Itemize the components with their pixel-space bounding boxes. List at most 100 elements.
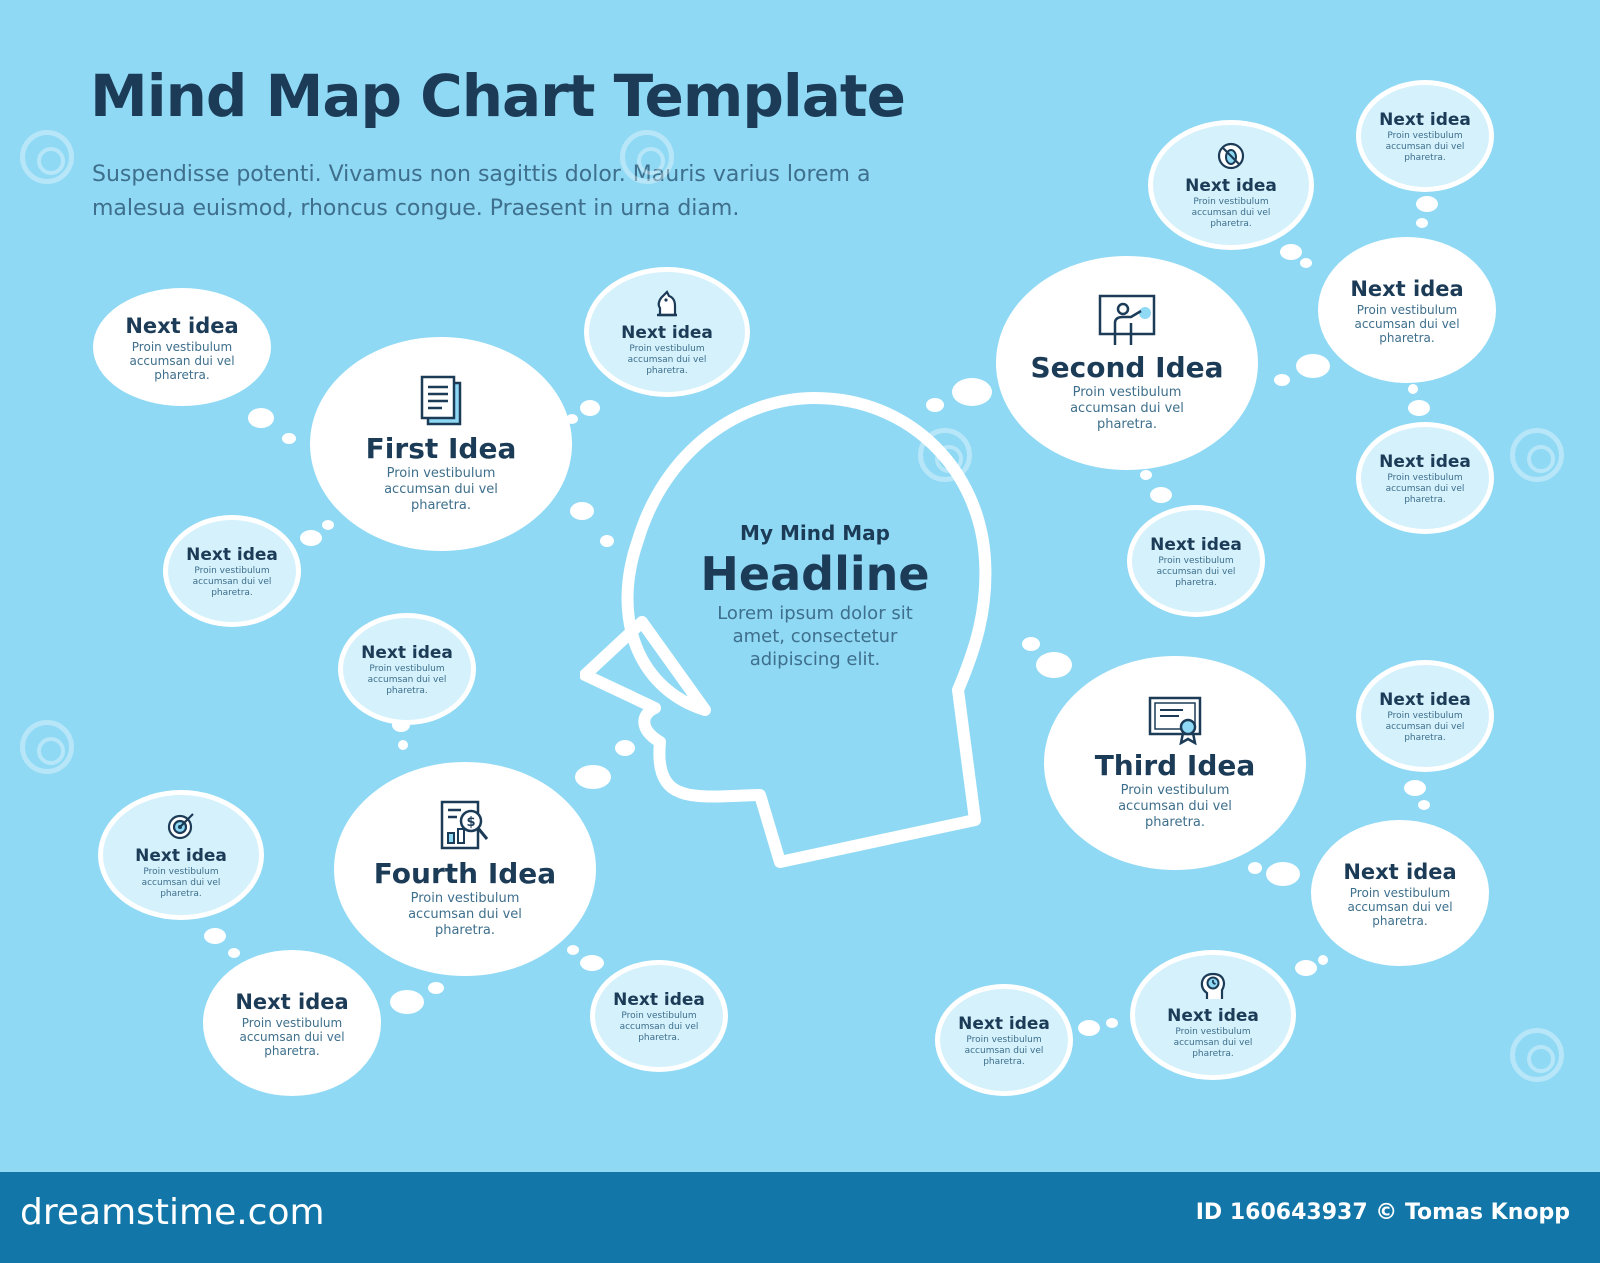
presentation-icon <box>1098 294 1156 345</box>
connector-dot <box>204 928 226 944</box>
connector-dot <box>615 740 635 756</box>
svg-text:$: $ <box>466 815 475 830</box>
next-idea-bubble[interactable]: Next idea Proin vestibulum accumsan dui … <box>338 613 476 725</box>
connector-dot <box>322 520 334 530</box>
connector-dot <box>1140 470 1152 480</box>
next-idea-bubble[interactable]: Next idea Proin vestibulum accumsan dui … <box>1356 660 1494 772</box>
next-idea-bubble[interactable]: Next idea Proin vestibulum accumsan dui … <box>1311 820 1489 966</box>
connector-dot <box>1318 955 1328 965</box>
next-idea-bubble[interactable]: Next idea Proin vestibulum accumsan dui … <box>163 515 301 627</box>
idea-text: Proin vestibulum accumsan dui vel pharet… <box>1070 385 1184 432</box>
connector-dot <box>1300 258 1312 268</box>
next-idea-bubble[interactable]: Next idea Proin vestibulum accumsan dui … <box>93 288 271 406</box>
center-body: Lorem ipsum dolor sit amet, consectetur … <box>717 603 913 670</box>
next-idea-title: Next idea <box>361 642 453 663</box>
next-idea-title: Next idea <box>1379 109 1471 130</box>
next-idea-bubble[interactable]: Next idea Proin vestibulum accumsan dui … <box>1148 120 1314 250</box>
idea-text: Proin vestibulum accumsan dui vel pharet… <box>384 466 498 513</box>
page-subtitle: Suspendisse potenti. Vivamus non sagitti… <box>92 162 871 221</box>
connector-dot <box>1036 652 1072 678</box>
idea-title: Second Idea <box>1030 351 1224 384</box>
next-idea-text: Proin vestibulum accumsan dui vel pharet… <box>1347 885 1453 928</box>
next-idea-text: Proin vestibulum accumsan dui vel pharet… <box>1385 710 1465 743</box>
next-idea-bubble[interactable]: Next idea Proin vestibulum accumsan dui … <box>1130 950 1296 1080</box>
next-idea-text: Proin vestibulum accumsan dui vel pharet… <box>1156 555 1236 588</box>
connector-dot <box>952 378 992 406</box>
connector-dot <box>1408 384 1418 394</box>
connector-dot <box>1248 862 1262 874</box>
no-bug-icon <box>1217 142 1245 169</box>
next-idea-title: Next idea <box>1185 175 1277 196</box>
idea-text: Proin vestibulum accumsan dui vel pharet… <box>1118 783 1232 830</box>
connector-dot <box>398 740 408 750</box>
next-idea-bubble[interactable]: Next idea Proin vestibulum accumsan dui … <box>935 984 1073 1096</box>
center-kicker: My Mind Map <box>740 521 890 545</box>
connector-dot <box>428 982 444 994</box>
idea-bubble-third[interactable]: Third Idea Proin vestibulum accumsan dui… <box>1044 656 1306 870</box>
page-title: Mind Map Chart Template <box>90 62 906 130</box>
idea-title: Third Idea <box>1094 749 1256 782</box>
next-idea-bubble[interactable]: Next idea Proin vestibulum accumsan dui … <box>584 267 750 397</box>
connector-dot <box>600 535 614 547</box>
connector-dot <box>228 948 240 958</box>
target-icon <box>167 812 194 839</box>
next-idea-title: Next idea <box>135 845 227 866</box>
next-idea-title: Next idea <box>235 989 349 1014</box>
connector-dot <box>300 530 322 546</box>
next-idea-title: Next idea <box>186 544 278 565</box>
next-idea-bubble[interactable]: Next idea Proin vestibulum accumsan dui … <box>590 960 728 1072</box>
next-idea-title: Next idea <box>125 313 239 338</box>
financial-report-icon: $ <box>440 800 489 850</box>
next-idea-bubble[interactable]: Next idea Proin vestibulum accumsan dui … <box>203 950 381 1096</box>
connector-dot <box>282 433 296 444</box>
chess-knight-icon <box>657 289 677 316</box>
next-idea-bubble[interactable]: Next idea Proin vestibulum accumsan dui … <box>1318 237 1496 383</box>
idea-bubble-first[interactable]: First Idea Proin vestibulum accumsan dui… <box>310 337 572 551</box>
next-idea-bubble[interactable]: Next idea Proin vestibulum accumsan dui … <box>98 790 264 920</box>
next-idea-title: Next idea <box>958 1013 1050 1034</box>
connector-dot <box>567 945 579 955</box>
next-idea-bubble[interactable]: Next idea Proin vestibulum accumsan dui … <box>1356 422 1494 534</box>
watermark-swirl <box>20 130 74 184</box>
connector-dot <box>1266 862 1300 886</box>
idea-bubble-second[interactable]: Second Idea Proin vestibulum accumsan du… <box>996 256 1258 470</box>
center-headline: Headline <box>700 547 930 601</box>
next-idea-title: Next idea <box>1350 276 1464 301</box>
watermark-swirl <box>620 130 674 184</box>
brand-logo-text[interactable]: dreamstime.com <box>20 1192 325 1233</box>
next-idea-text: Proin vestibulum accumsan dui vel pharet… <box>367 663 447 696</box>
idea-bubble-fourth[interactable]: $ Fourth Idea Proin vestibulum accumsan … <box>334 762 596 976</box>
connector-dot <box>566 414 578 424</box>
head-silhouette <box>580 392 992 868</box>
connector-dot <box>570 502 594 520</box>
next-idea-text: Proin vestibulum accumsan dui vel pharet… <box>964 1034 1044 1067</box>
connector-dot <box>1416 218 1428 228</box>
connector-dot <box>1418 800 1430 810</box>
next-idea-title: Next idea <box>1379 689 1471 710</box>
connector-dot <box>1274 374 1290 386</box>
connector-dot <box>1280 244 1302 260</box>
connector-dot <box>1296 354 1330 378</box>
connector-dot <box>575 765 611 789</box>
footer-bar: dreamstime.com ID 160643937 © Tomas Knop… <box>0 1172 1600 1263</box>
next-idea-text: Proin vestibulum accumsan dui vel pharet… <box>239 1015 345 1058</box>
mind-map-canvas: Mind Map Chart Template Suspendisse pote… <box>20 62 1564 1096</box>
next-idea-title: Next idea <box>1150 534 1242 555</box>
connector-dot <box>926 398 944 412</box>
document-icon <box>420 375 462 426</box>
next-idea-text: Proin vestibulum accumsan dui vel pharet… <box>627 343 707 376</box>
connector-dot <box>1416 196 1438 212</box>
connector-dot <box>1078 1020 1100 1036</box>
connector-dot <box>1150 487 1172 503</box>
connector-dot <box>1408 400 1430 416</box>
next-idea-bubble[interactable]: Next idea Proin vestibulum accumsan dui … <box>1356 80 1494 192</box>
next-idea-title: Next idea <box>621 322 713 343</box>
idea-title: Fourth Idea <box>373 857 557 890</box>
connector-dot <box>580 955 604 971</box>
connector-dot <box>1404 780 1426 796</box>
next-idea-title: Next idea <box>613 989 705 1010</box>
certificate-icon <box>1148 696 1202 745</box>
next-idea-bubble[interactable]: Next idea Proin vestibulum accumsan dui … <box>1127 505 1265 617</box>
next-idea-text: Proin vestibulum accumsan dui vel pharet… <box>141 866 221 899</box>
connector-dot <box>248 408 274 428</box>
